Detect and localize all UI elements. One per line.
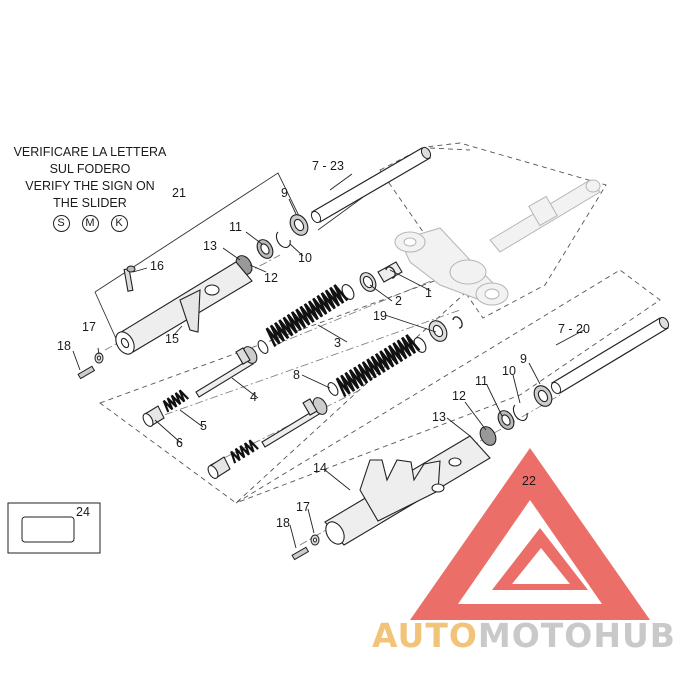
- triple-clamp: [394, 179, 601, 306]
- callout-labels: 7 - 23 9 21 11 13 10 16 12 1 2 19 7 - 20…: [57, 159, 590, 530]
- label-5: 5: [200, 419, 207, 433]
- watermark-part-1: AUTO: [372, 616, 478, 655]
- seal-stack-upper: [235, 214, 309, 275]
- seal-stack-lower: [479, 385, 553, 446]
- label-12b: 12: [452, 389, 466, 403]
- label-14: 14: [313, 461, 327, 475]
- bolt-lower: [291, 534, 320, 561]
- spring-lower: [335, 334, 421, 398]
- label-17b: 17: [296, 500, 310, 514]
- label-9a: 9: [281, 186, 288, 200]
- label-16: 16: [150, 259, 164, 273]
- label-10b: 10: [502, 364, 516, 378]
- bushings: [341, 261, 463, 353]
- label-22: 22: [522, 474, 536, 488]
- fork-tube-upper: [310, 146, 432, 224]
- slider-sign-note: VERIFICARE LA LETTERA SUL FODERO VERIFY …: [0, 144, 180, 232]
- spring-upper: [265, 284, 349, 347]
- group-frames: [99, 142, 661, 504]
- leader-lines: [72, 173, 585, 549]
- letter-m-badge: M: [81, 215, 99, 232]
- watermark-logo-icon: [410, 448, 650, 620]
- small-springs: [162, 389, 259, 464]
- label-8: 8: [293, 368, 300, 382]
- note-line-4: THE SLIDER: [53, 196, 127, 210]
- label-2: 2: [395, 294, 402, 308]
- label-21: 21: [172, 186, 186, 200]
- washers: [257, 340, 339, 396]
- note-line-1: VERIFICARE LA LETTERA: [13, 145, 167, 159]
- label-6: 6: [176, 436, 183, 450]
- label-15: 15: [165, 332, 179, 346]
- letter-s-badge: S: [52, 215, 70, 232]
- letter-k-badge: K: [110, 215, 128, 232]
- label-13b: 13: [432, 410, 446, 424]
- damper-rods: [195, 346, 328, 448]
- watermark-part-2: MOTO: [477, 616, 594, 655]
- label-4: 4: [250, 390, 257, 404]
- spring-caps: [142, 405, 231, 479]
- bolt-upper: [77, 352, 104, 380]
- fork-tube-lower: [550, 316, 670, 395]
- note-line-2: SUL FODERO: [49, 162, 131, 176]
- label-19: 19: [373, 309, 387, 323]
- label-24: 24: [76, 505, 90, 519]
- fork-slider-upper: [115, 261, 253, 355]
- label-1: 1: [425, 286, 432, 300]
- watermark-part-3: HUB: [593, 616, 676, 655]
- label-18a: 18: [57, 339, 71, 353]
- label-9b: 9: [520, 352, 527, 366]
- label-7-23: 7 - 23: [312, 159, 344, 173]
- label-10a: 10: [298, 251, 312, 265]
- label-7-20: 7 - 20: [558, 322, 590, 336]
- label-13a: 13: [203, 239, 217, 253]
- watermark-text: AUTOMOTOHUB: [372, 616, 676, 655]
- note-line-3: VERIFY THE SIGN ON: [25, 179, 155, 193]
- label-11b: 11: [475, 374, 488, 388]
- fork-slider-lower: [324, 435, 491, 546]
- label-17a: 17: [82, 320, 96, 334]
- label-3: 3: [334, 336, 341, 350]
- kit-box: [7, 502, 101, 554]
- label-11a: 11: [229, 220, 242, 234]
- label-12a: 12: [264, 271, 278, 285]
- label-18b: 18: [276, 516, 290, 530]
